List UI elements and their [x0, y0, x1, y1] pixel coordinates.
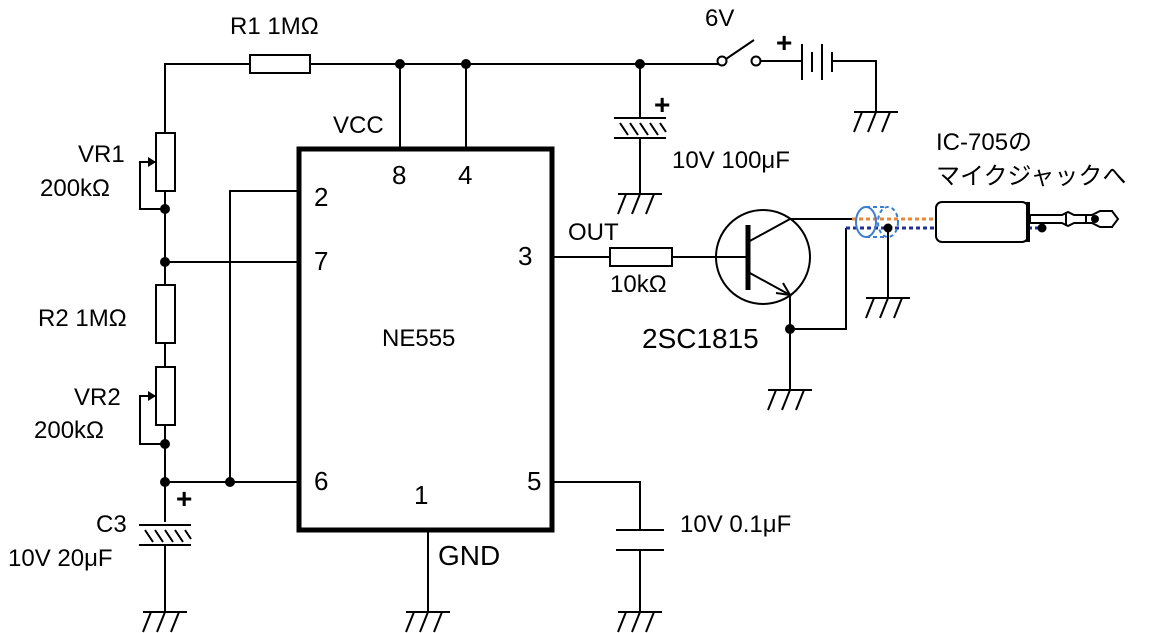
transistor-label: 2SC1815	[642, 323, 759, 354]
vr1-value-label: 200kΩ	[40, 175, 110, 202]
junction-dot	[160, 439, 170, 449]
junction-dot	[160, 257, 170, 267]
ground-symbol	[767, 371, 813, 411]
ground-symbol	[142, 593, 188, 633]
pin-2-label: 2	[314, 182, 328, 212]
jack-label-line2: マイクジャックへ	[936, 163, 1126, 190]
pin-5-label: 5	[527, 466, 541, 496]
ground-symbol	[617, 175, 663, 215]
vr2-value-label: 200kΩ	[34, 417, 104, 444]
pin-6-label: 6	[314, 466, 328, 496]
junction-dot	[160, 477, 170, 487]
c-supply-plus: +	[654, 89, 670, 120]
pin-4-label: 4	[458, 160, 472, 190]
pin-3-label: 3	[518, 241, 532, 271]
c-supply-capacitor	[613, 117, 667, 139]
ne555-ic	[296, 146, 555, 533]
r-out-label: 10kΩ	[610, 271, 667, 298]
vcc-label: VCC	[333, 112, 384, 139]
c5-label: 10V 0.1μF	[680, 511, 791, 538]
c3-value-label: 10V 20μF	[8, 545, 113, 572]
r2-label: R2 1MΩ	[38, 305, 127, 332]
r2-resistor	[155, 284, 176, 344]
vr2-name-label: VR2	[74, 384, 121, 411]
top-rail	[164, 63, 718, 133]
out-label: OUT	[568, 219, 619, 246]
c3-capacitor	[138, 524, 192, 546]
gnd-label: GND	[438, 540, 500, 571]
c3-name-label: C3	[96, 511, 127, 538]
r1-resistor	[249, 54, 311, 74]
battery-voltage-label: 6V	[705, 5, 734, 32]
junction-dot	[160, 204, 170, 214]
vr2-resistor	[155, 366, 176, 426]
ic-label: NE555	[382, 325, 455, 352]
pin-8-label: 8	[392, 160, 406, 190]
mic-jack-plug	[935, 201, 1120, 243]
battery	[801, 44, 877, 94]
battery-plus: +	[776, 27, 792, 58]
ground-symbol	[405, 593, 451, 633]
c3-plus: +	[176, 483, 192, 514]
vr1-resistor	[155, 132, 176, 192]
ground-symbol	[617, 593, 663, 633]
ground-symbol	[853, 93, 899, 133]
r-out-resistor	[609, 247, 673, 267]
c-supply-label: 10V 100μF	[672, 147, 790, 174]
pin-7-label: 7	[314, 246, 328, 276]
vr1-name-label: VR1	[78, 141, 125, 168]
transistor-2sc1815	[715, 209, 852, 372]
pin-1-label: 1	[414, 480, 428, 510]
power-switch	[716, 39, 802, 67]
r1-label: R1 1MΩ	[230, 13, 319, 40]
ground-symbol	[865, 279, 911, 319]
jack-label-line1: IC-705の	[936, 129, 1032, 156]
